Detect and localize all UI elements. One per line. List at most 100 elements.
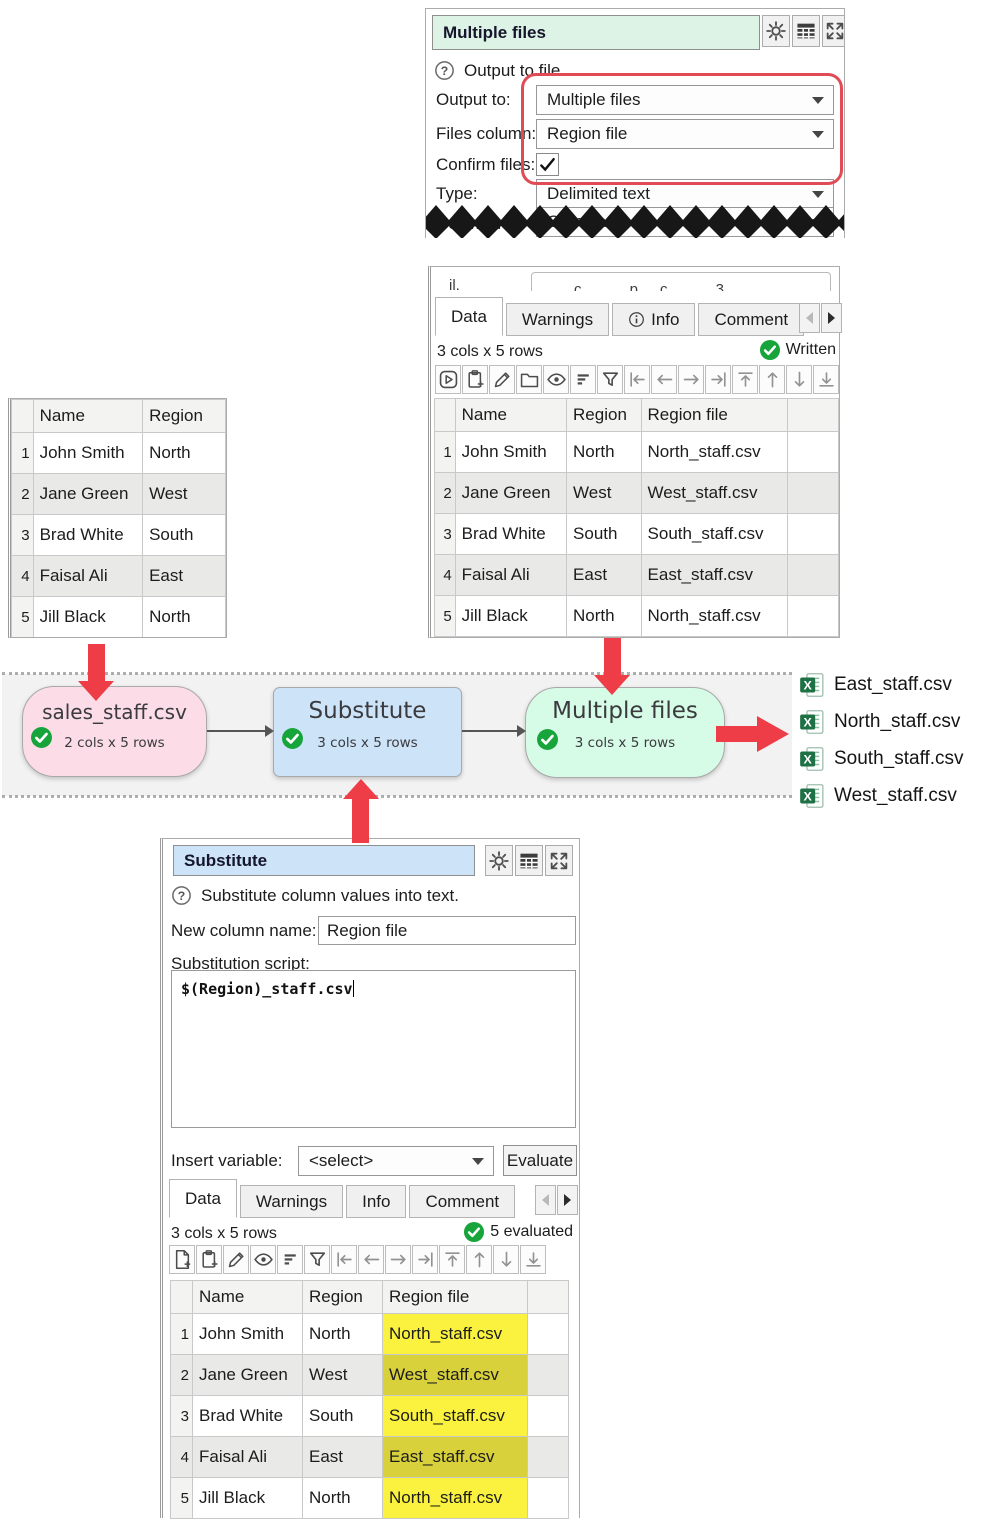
cell[interactable]: North_staff.csv (640, 595, 789, 637)
column-header[interactable]: Name (32, 399, 144, 433)
tab-comment[interactable]: Comment (409, 1185, 516, 1218)
cell[interactable]: East_staff.csv (382, 1436, 528, 1478)
node-sales-staff-csv[interactable]: sales_staff.csv 2 cols x 5 rows (22, 686, 207, 777)
cell[interactable]: East_staff.csv (640, 554, 789, 596)
col-first-icon[interactable] (331, 1245, 357, 1274)
cell[interactable]: John Smith (192, 1313, 303, 1355)
node-multiple-files[interactable]: Multiple files 3 cols x 5 rows (525, 687, 725, 778)
folder-icon[interactable] (516, 365, 542, 394)
cell[interactable]: Jane Green (192, 1354, 303, 1396)
row-number[interactable]: 1 (11, 432, 34, 474)
view-icon[interactable] (543, 365, 569, 394)
script-textarea[interactable]: $(Region)_staff.csv (171, 970, 576, 1128)
confirm-files-checkbox[interactable] (536, 153, 559, 176)
cell[interactable]: John Smith (454, 431, 568, 473)
row-number[interactable]: 5 (434, 595, 456, 637)
row-number[interactable]: 2 (11, 473, 34, 515)
cell[interactable]: West (142, 473, 226, 515)
cell[interactable]: North (142, 596, 226, 637)
tab-comment[interactable]: Comment (698, 303, 805, 336)
cell[interactable]: North_staff.csv (382, 1477, 528, 1519)
cell[interactable]: Brad White (454, 513, 568, 555)
column-header[interactable]: Region (566, 398, 642, 432)
row-number[interactable]: 4 (434, 554, 456, 596)
column-header[interactable]: Region (302, 1280, 383, 1314)
col-right-icon[interactable] (678, 365, 704, 394)
row-number[interactable]: 1 (170, 1313, 193, 1355)
expand-button[interactable] (822, 15, 844, 47)
row-number[interactable]: 2 (434, 472, 456, 514)
sort-icon[interactable] (277, 1245, 303, 1274)
row-up-icon[interactable] (466, 1245, 492, 1274)
paste-icon[interactable] (196, 1245, 222, 1274)
column-header[interactable]: Region file (382, 1280, 528, 1314)
row-number[interactable]: 4 (170, 1436, 193, 1478)
cell[interactable]: North (302, 1477, 383, 1519)
row-down-icon[interactable] (493, 1245, 519, 1274)
output-to-select[interactable]: Multiple files (536, 85, 834, 115)
tab-scroll-right-button[interactable] (821, 303, 842, 333)
tab-warnings[interactable]: Warnings (505, 303, 610, 336)
filter-icon[interactable] (304, 1245, 330, 1274)
tab-data[interactable]: Data (169, 1179, 237, 1218)
row-bottom-icon[interactable] (813, 365, 839, 394)
edit-icon[interactable] (489, 365, 515, 394)
filter-icon[interactable] (597, 365, 623, 394)
settings-button[interactable] (485, 845, 513, 876)
col-last-icon[interactable] (412, 1245, 438, 1274)
paste-icon[interactable] (462, 365, 488, 394)
table-view-button[interactable] (515, 845, 543, 876)
new-column-input[interactable]: Region file (318, 916, 576, 945)
cell[interactable]: South (566, 513, 642, 555)
tab-warnings[interactable]: Warnings (239, 1185, 344, 1218)
row-bottom-icon[interactable] (520, 1245, 546, 1274)
cell[interactable]: North (142, 432, 226, 474)
cell[interactable]: West (302, 1354, 383, 1396)
row-number[interactable]: 5 (11, 596, 34, 637)
cell[interactable]: South (302, 1395, 383, 1437)
cell[interactable]: West (566, 472, 642, 514)
row-up-icon[interactable] (759, 365, 785, 394)
cell[interactable]: West_staff.csv (382, 1354, 528, 1396)
settings-button[interactable] (762, 15, 790, 47)
cell[interactable]: Jill Black (454, 595, 568, 637)
col-left-icon[interactable] (651, 365, 677, 394)
cell[interactable]: Brad White (192, 1395, 303, 1437)
column-header[interactable]: Region (142, 399, 226, 433)
column-header[interactable]: Name (454, 398, 568, 432)
col-right-icon[interactable] (385, 1245, 411, 1274)
cell[interactable]: Jane Green (454, 472, 568, 514)
row-down-icon[interactable] (786, 365, 812, 394)
help-icon[interactable] (434, 60, 455, 81)
tab-data[interactable]: Data (435, 297, 503, 336)
evaluate-button[interactable]: Evaluate (503, 1145, 577, 1176)
cell[interactable]: East (142, 555, 226, 597)
cell[interactable]: East (302, 1436, 383, 1478)
col-first-icon[interactable] (624, 365, 650, 394)
cell[interactable]: North_staff.csv (382, 1313, 528, 1355)
cell[interactable]: John Smith (32, 432, 144, 474)
cell[interactable]: Faisal Ali (192, 1436, 303, 1478)
cell[interactable]: Faisal Ali (32, 555, 144, 597)
cell[interactable]: South_staff.csv (382, 1395, 528, 1437)
col-last-icon[interactable] (705, 365, 731, 394)
expand-button[interactable] (545, 845, 573, 876)
tab-info[interactable]: Info (346, 1185, 407, 1218)
cell[interactable]: North (566, 595, 642, 637)
tab-scroll-right-button[interactable] (557, 1185, 578, 1215)
cell[interactable]: Brad White (32, 514, 144, 556)
row-top-icon[interactable] (439, 1245, 465, 1274)
cell[interactable]: Faisal Ali (454, 554, 568, 596)
cell[interactable]: Jill Black (192, 1477, 303, 1519)
docnew-icon[interactable] (169, 1245, 195, 1274)
help-icon[interactable] (171, 885, 192, 906)
files-column-select[interactable]: Region file (536, 119, 834, 149)
row-number[interactable]: 3 (11, 514, 34, 556)
column-header[interactable]: Region file (640, 398, 789, 432)
tab-scroll-left-button[interactable] (535, 1185, 556, 1215)
cell[interactable]: North_staff.csv (640, 431, 789, 473)
table-view-button[interactable] (792, 15, 820, 47)
insert-variable-select[interactable]: <select> (298, 1146, 494, 1176)
row-number[interactable]: 4 (11, 555, 34, 597)
cell[interactable]: North (302, 1313, 383, 1355)
